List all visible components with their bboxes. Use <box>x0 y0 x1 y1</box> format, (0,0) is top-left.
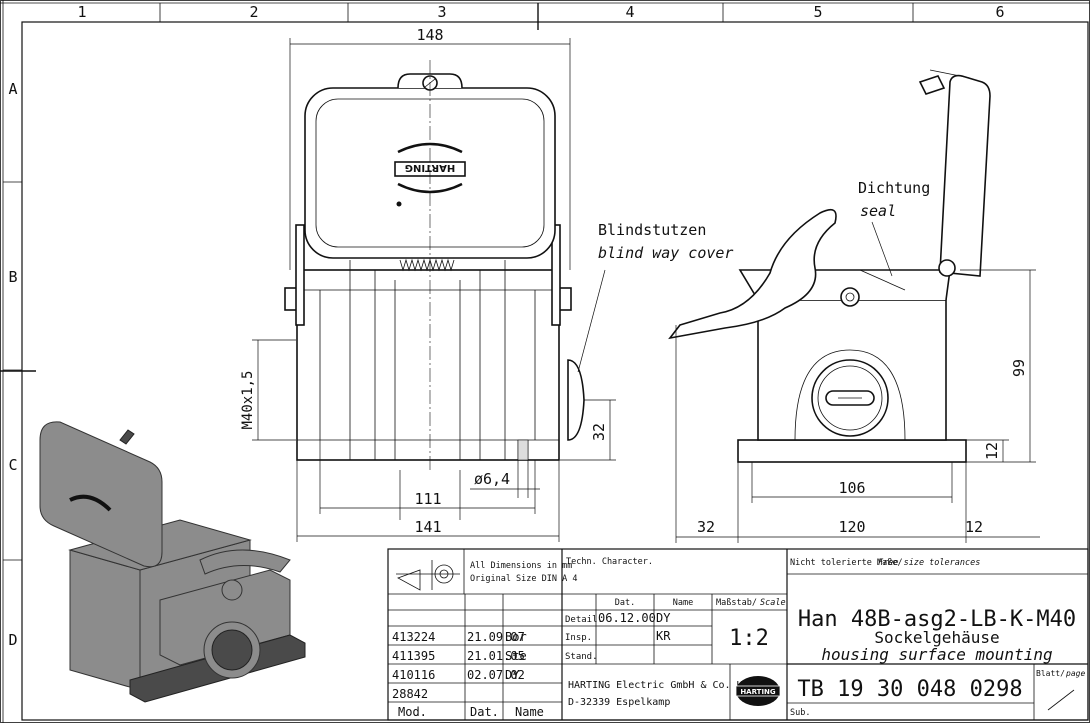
tb-tolerance-note-en: Free size tolerances <box>878 558 980 568</box>
tb-all-dimensions: All Dimensions in mm <box>470 561 572 571</box>
tb-subtitle-de: Sockelgehäuse <box>874 628 999 647</box>
tb-sub: Sub. <box>790 708 810 718</box>
tb-col-dat: Dat. <box>615 598 635 608</box>
locking-lever <box>668 208 837 340</box>
tb-detail: Detail. <box>565 615 603 625</box>
tb-footer-mod: Mod. <box>398 705 427 719</box>
dim-99: 99 <box>1010 359 1028 377</box>
tb-detail-date: 06.12.00 <box>598 611 656 625</box>
isometric-view <box>39 421 306 703</box>
side-view-dimensions: Dichtung seal 99 12 106 32 120 12 <box>675 179 1040 543</box>
label-dichtung: Dichtung <box>858 179 930 197</box>
front-housing-body <box>296 269 560 461</box>
column-labels: 1 2 3 4 5 6 <box>77 3 1004 21</box>
rev-2-dat: 21.01.05 <box>467 649 525 663</box>
col-label-5: 5 <box>813 3 822 21</box>
col-label-6: 6 <box>995 3 1004 21</box>
label-blindstutzen: Blindstutzen <box>598 221 706 239</box>
tb-subtitle-en: housing surface mounting <box>821 645 1052 664</box>
dim-m40-thread: M40x1,5 <box>240 370 256 429</box>
rev-1-mod: 413224 <box>392 630 435 644</box>
label-seal: seal <box>860 202 896 220</box>
dim-148: 148 <box>416 26 443 44</box>
row-label-d: D <box>8 631 17 649</box>
tb-drawing-number: TB 19 30 048 0298 <box>797 677 1022 702</box>
tb-footer-name: Name <box>515 705 544 719</box>
dim-32-left: 32 <box>697 518 715 536</box>
label-blind-way-cover: blind way cover <box>598 244 733 262</box>
row-label-b: B <box>8 268 17 286</box>
tb-techn-character: Techn. Character. <box>566 557 653 567</box>
col-label-3: 3 <box>437 3 446 21</box>
col-label-2: 2 <box>249 3 258 21</box>
dim-hole-dia: ø6,4 <box>474 470 510 488</box>
title-block: All Dimensions in mm Original Size DIN A… <box>387 548 1089 721</box>
tb-insp-name: KR <box>656 629 671 643</box>
tb-footer-dat: Dat. <box>470 705 499 719</box>
open-lid-side <box>939 74 991 277</box>
dim-32-height: 32 <box>590 423 608 441</box>
dim-120: 120 <box>838 518 865 536</box>
logo-text-titleblock: HARTING <box>740 688 776 696</box>
rev-1-name: Bor <box>505 630 527 644</box>
harting-logo-titleblock: HARTING <box>735 676 781 706</box>
rev-3-mod: 410116 <box>392 668 435 682</box>
rev-2-mod: 411395 <box>392 649 435 663</box>
tb-original-size: Original Size DIN A 4 <box>470 574 577 584</box>
tb-col-name: Name <box>673 598 693 608</box>
dim-111: 111 <box>414 490 441 508</box>
col-label-4: 4 <box>625 3 634 21</box>
row-label-a: A <box>8 80 17 98</box>
tb-address: D-32339 Espelkamp <box>568 697 670 708</box>
side-base-plate <box>737 439 967 463</box>
tb-stand: Stand. <box>565 652 598 662</box>
dim-106: 106 <box>838 479 865 497</box>
col-label-1: 1 <box>77 3 86 21</box>
tb-scale-en: Scale <box>760 598 786 608</box>
front-view: HARTING <box>284 60 585 520</box>
blind-way-cover <box>567 359 585 441</box>
rev-2-name: Ste <box>505 649 527 663</box>
tb-insp: Insp. <box>565 633 592 643</box>
isometric-lid <box>39 421 163 568</box>
rev-3-dat: 02.07.02 <box>467 668 525 682</box>
tb-massstab: Maßstab/ <box>716 598 757 608</box>
rev-4-mod: 28842 <box>392 687 428 701</box>
side-view <box>668 69 991 463</box>
rev-1-dat: 21.09.07 <box>467 630 525 644</box>
front-view-dimensions: 148 M40x1,5 32 ø6,4 111 141 Blindstutzen… <box>240 26 733 542</box>
dim-141: 141 <box>414 518 441 536</box>
tb-tolerance-note: Nicht tolerierte Maße/ <box>790 558 903 568</box>
tb-scale-value: 1:2 <box>729 626 769 651</box>
rev-3-name: DY <box>505 668 520 682</box>
tb-page-en: page <box>1065 669 1085 678</box>
row-label-c: C <box>8 456 17 474</box>
dim-12-height: 12 <box>983 442 1001 460</box>
tb-title: Han 48B-asg2-LB-K-M40 <box>798 607 1076 632</box>
tb-detail-name: DY <box>656 611 671 625</box>
tb-company: HARTING Electric GmbH & Co. KG <box>568 680 749 691</box>
tb-blatt: Blatt/ <box>1036 669 1065 678</box>
dim-12-right: 12 <box>965 518 983 536</box>
row-labels: A B C D <box>8 80 17 649</box>
logo-text: HARTING <box>405 162 455 173</box>
